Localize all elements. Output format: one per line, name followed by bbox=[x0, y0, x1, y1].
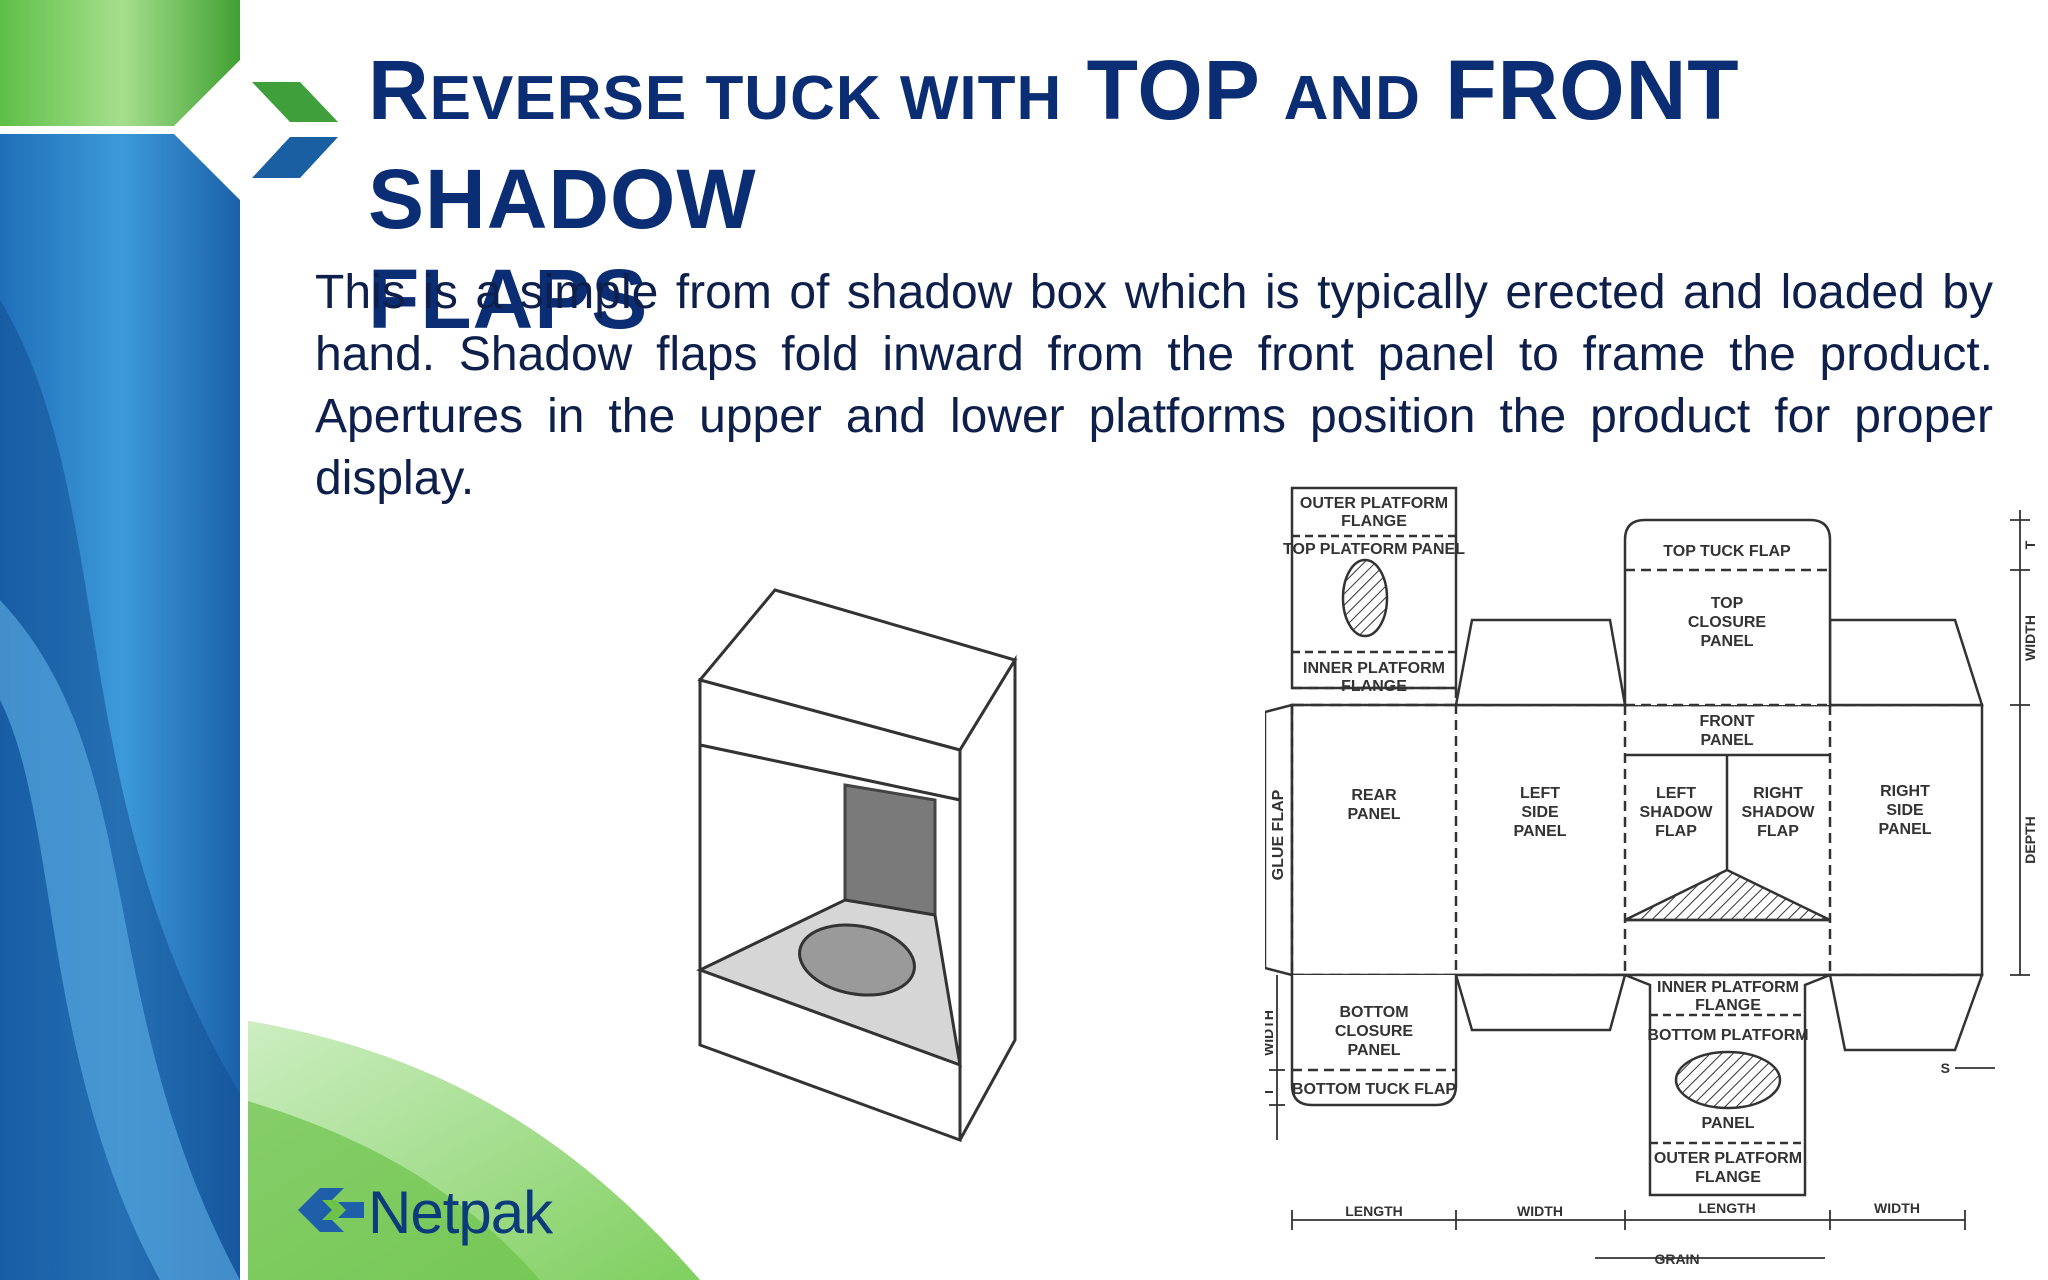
dim-length: LENGTH bbox=[1345, 1203, 1403, 1219]
lbl-right-shadow-1: RIGHT bbox=[1753, 785, 1803, 802]
lbl-front-panel-1: FRONT bbox=[1699, 713, 1754, 730]
top-aperture bbox=[1341, 558, 1389, 638]
lbl-top-closure-2: CLOSURE bbox=[1688, 614, 1767, 631]
lbl-left-side-1: LEFT bbox=[1520, 785, 1560, 802]
dim-length-2: LENGTH bbox=[1698, 1200, 1756, 1216]
lbl-top-closure-1: TOP bbox=[1711, 595, 1744, 612]
lbl-bottom-platform: BOTTOM PLATFORM bbox=[1647, 1027, 1808, 1044]
dim-depth-vertical: DEPTH bbox=[2022, 816, 2038, 863]
lbl-left-shadow-2: SHADOW bbox=[1640, 804, 1714, 821]
netpak-logo-text: Netpak bbox=[368, 1179, 553, 1246]
lbl-right-side-2: SIDE bbox=[1886, 802, 1924, 819]
lbl-bottom-closure-3: PANEL bbox=[1347, 1042, 1400, 1059]
dim-t-left: T bbox=[1265, 1087, 1276, 1096]
lbl-left-side-3: PANEL bbox=[1513, 823, 1566, 840]
lbl-right-shadow-2: SHADOW bbox=[1742, 804, 1816, 821]
lbl-top-closure-3: PANEL bbox=[1700, 633, 1753, 650]
lbl-top-tuck-flap: TOP TUCK FLAP bbox=[1663, 543, 1791, 560]
box-illustration bbox=[696, 588, 1018, 1143]
lbl-outer-platform-top-2: FLANGE bbox=[1341, 513, 1407, 530]
netpak-logo-mark bbox=[298, 1188, 364, 1232]
lbl-panel: PANEL bbox=[1701, 1115, 1754, 1132]
lbl-bottom-closure-1: BOTTOM bbox=[1339, 1004, 1408, 1021]
lbl-rear-panel-2: PANEL bbox=[1347, 806, 1400, 823]
dim-grain: GRAIN bbox=[1654, 1251, 1699, 1267]
blue-chevron bbox=[252, 137, 338, 178]
lbl-outer-platform-top-1: OUTER PLATFORM bbox=[1300, 495, 1448, 512]
lbl-top-platform-panel: TOP PLATFORM PANEL bbox=[1283, 541, 1465, 558]
lbl-right-side-3: PANEL bbox=[1878, 821, 1931, 838]
lbl-left-side-2: SIDE bbox=[1521, 804, 1559, 821]
lbl-bottom-tuck-flap: BOTTOM TUCK FLAP bbox=[1292, 1081, 1456, 1098]
lbl-rear-panel-1: REAR bbox=[1351, 787, 1397, 804]
lbl-left-shadow-3: FLAP bbox=[1655, 823, 1697, 840]
lbl-bottom-closure-2: CLOSURE bbox=[1335, 1023, 1414, 1040]
dim-width: WIDTH bbox=[1517, 1203, 1563, 1219]
lbl-inner-platform-bot-1: INNER PLATFORM bbox=[1657, 979, 1799, 996]
lbl-inner-platform-top-1: INNER PLATFORM bbox=[1303, 660, 1445, 677]
lbl-left-shadow-1: LEFT bbox=[1656, 785, 1696, 802]
slide-title: REVERSE TUCK WITH TOP AND FRONT SHADOW F… bbox=[368, 43, 1740, 346]
lbl-outer-platform-bot-2: FLANGE bbox=[1695, 1169, 1761, 1186]
lbl-front-panel-2: PANEL bbox=[1700, 732, 1753, 749]
dim-s: S bbox=[1941, 1060, 1950, 1076]
dieline-diagram: OUTER PLATFORM FLANGE TOP PLATFORM PANEL… bbox=[1265, 486, 2038, 1267]
lbl-right-shadow-3: FLAP bbox=[1757, 823, 1799, 840]
lbl-inner-platform-bot-2: FLANGE bbox=[1695, 997, 1761, 1014]
green-chevron bbox=[252, 82, 338, 122]
lbl-inner-platform-top-2: FLANGE bbox=[1341, 678, 1407, 695]
lbl-outer-platform-bot-1: OUTER PLATFORM bbox=[1654, 1150, 1802, 1167]
lbl-right-side-1: RIGHT bbox=[1880, 783, 1930, 800]
dim-t: T bbox=[2022, 540, 2038, 549]
slide-body-text: This is a simple from of shadow box whic… bbox=[315, 266, 1993, 505]
dim-width-vertical-left: WIDTH bbox=[1265, 1010, 1276, 1056]
bottom-aperture bbox=[1674, 1050, 1782, 1110]
lbl-glue-flap: GLUE FLAP bbox=[1270, 789, 1287, 880]
dim-width-2: WIDTH bbox=[1874, 1200, 1920, 1216]
dim-width-vertical: WIDTH bbox=[2022, 615, 2038, 661]
